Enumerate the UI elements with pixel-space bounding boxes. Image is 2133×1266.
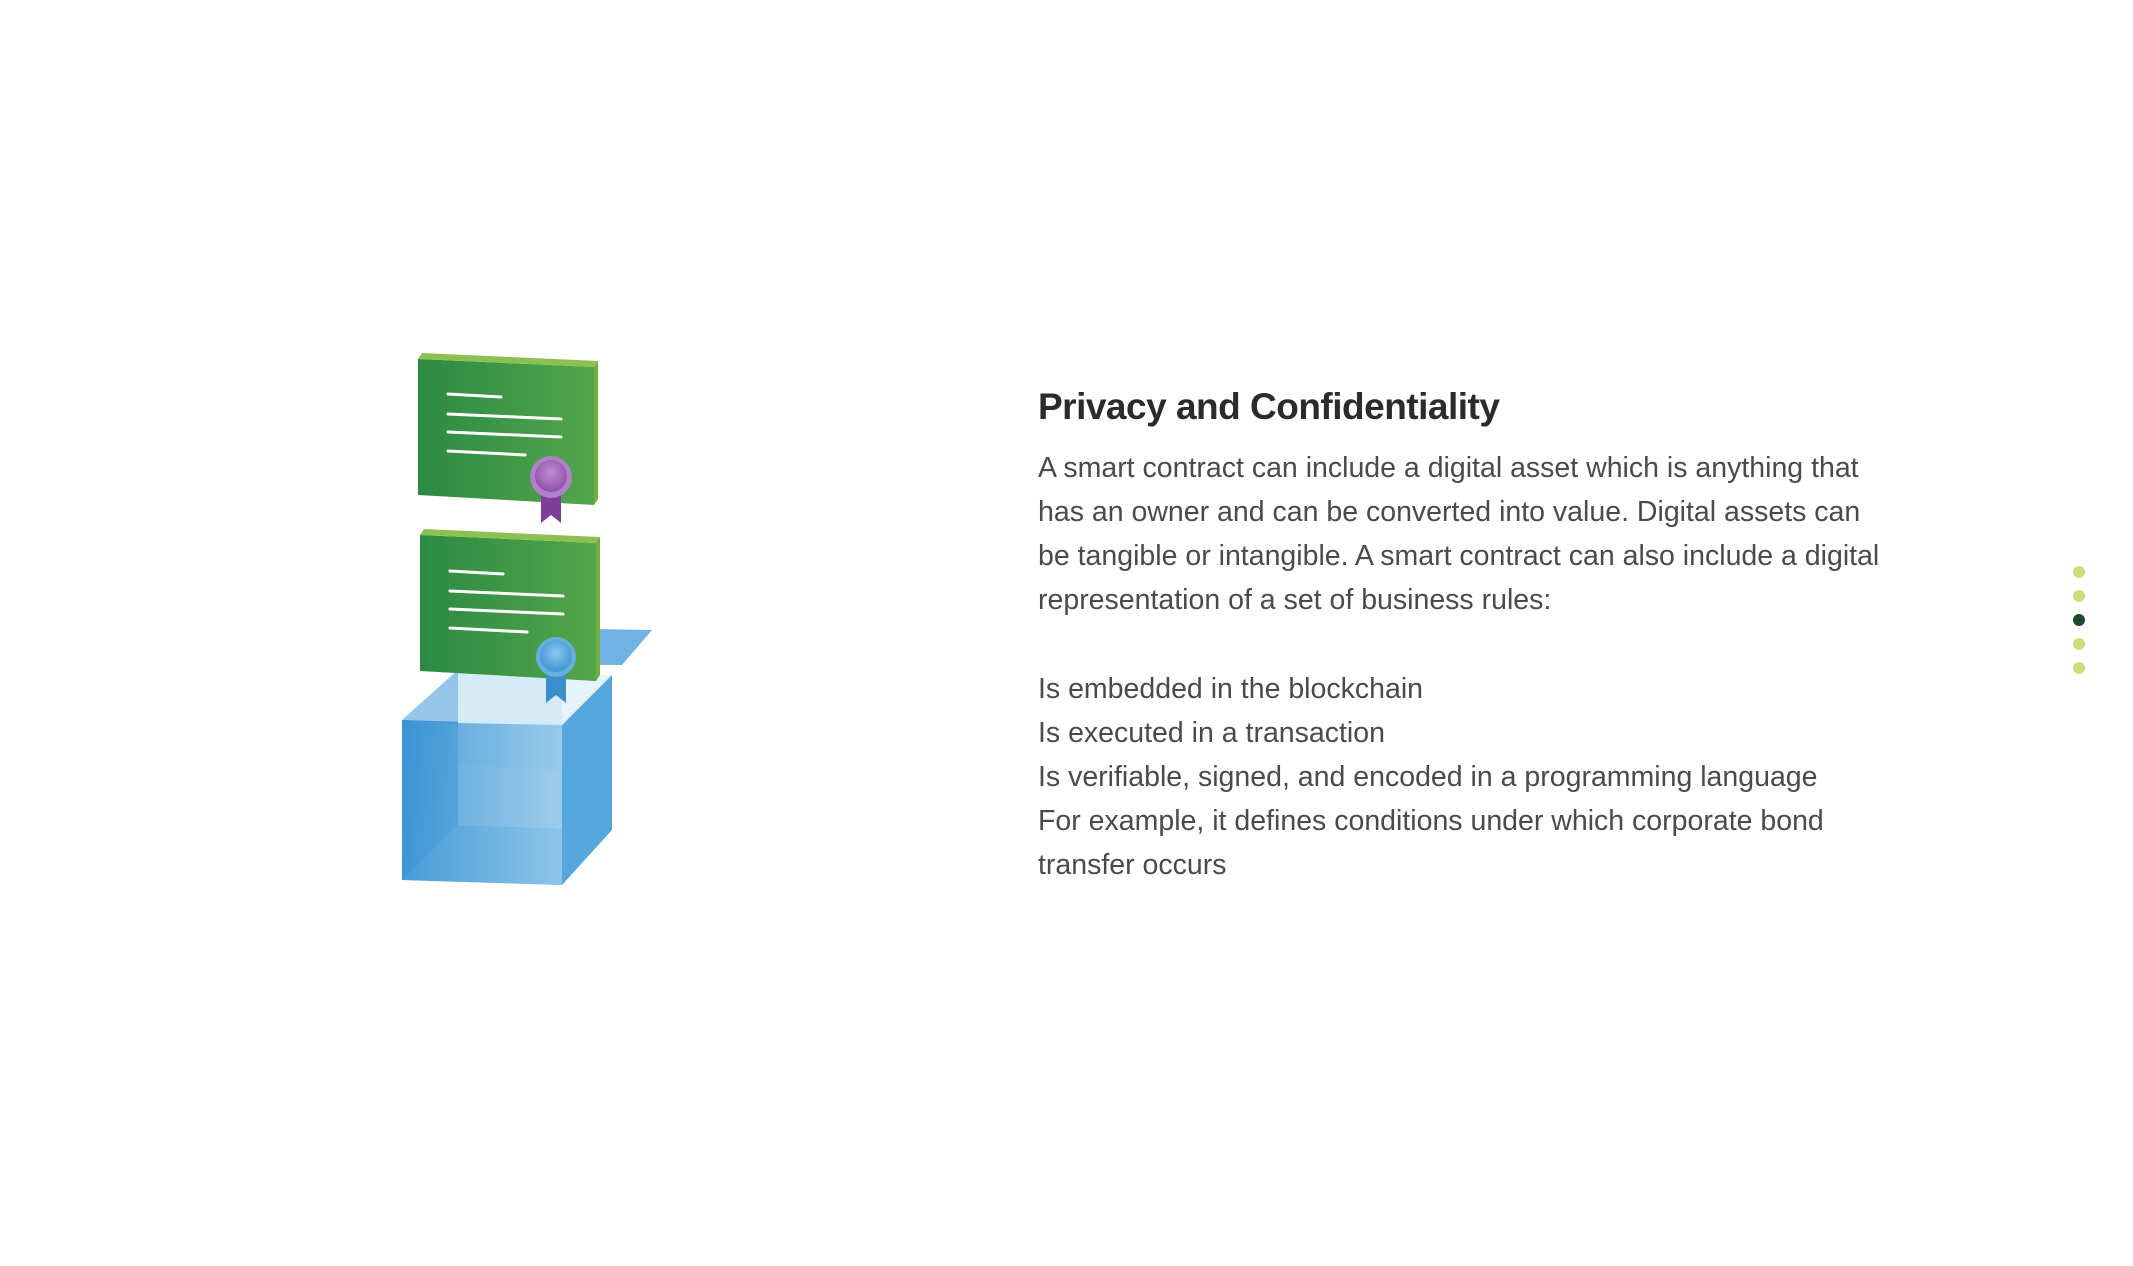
list-item: For example, it defines conditions under… <box>1038 805 1824 881</box>
pagination-dot-4[interactable] <box>2073 638 2085 650</box>
pagination-dot-1[interactable] <box>2073 566 2085 578</box>
pagination-dot-5[interactable] <box>2073 662 2085 674</box>
pagination-dot-3[interactable] <box>2073 614 2085 626</box>
slide-pagination <box>2073 566 2085 674</box>
certificates-box-icon <box>402 353 652 885</box>
pagination-dot-2[interactable] <box>2073 590 2085 602</box>
certificates-box-illustration <box>390 345 670 895</box>
list-item: Is embedded in the blockchain <box>1038 673 1424 705</box>
list-item: Is executed in a transaction <box>1038 717 1385 749</box>
section-title: Privacy and Confidentiality <box>1038 386 1500 427</box>
business-rules-list: Is embedded in the blockchain Is execute… <box>1038 667 1898 887</box>
content-section: Privacy and Confidentiality A smart cont… <box>1038 382 1898 887</box>
list-item: Is verifiable, signed, and encoded in a … <box>1038 761 1818 793</box>
section-paragraph: A smart contract can include a digital a… <box>1038 452 1880 616</box>
